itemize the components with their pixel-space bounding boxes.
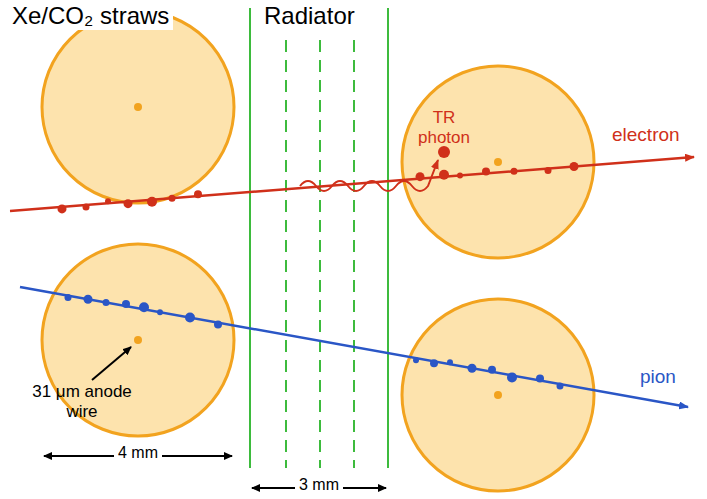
radiator-foils — [250, 8, 388, 468]
radiator-title: Radiator — [260, 2, 359, 30]
wire-label: 31 μm anode wire — [27, 382, 137, 421]
dimension-label: 4 mm — [114, 444, 162, 462]
anode-wires — [134, 103, 502, 399]
dimension-label: 3 mm — [295, 476, 343, 494]
particle-label: pion — [640, 366, 676, 388]
particle-label: electron — [612, 124, 680, 146]
tr-photon-cluster — [438, 146, 450, 158]
ionisation-clusters — [58, 162, 579, 390]
anode-leader — [92, 347, 131, 380]
photon-label: TR photon — [414, 108, 474, 147]
electron-track — [10, 157, 694, 211]
straw-tubes — [42, 11, 594, 491]
tr-photon-wave — [300, 160, 438, 191]
tube-title: Xe/CO₂ straws — [8, 2, 173, 30]
